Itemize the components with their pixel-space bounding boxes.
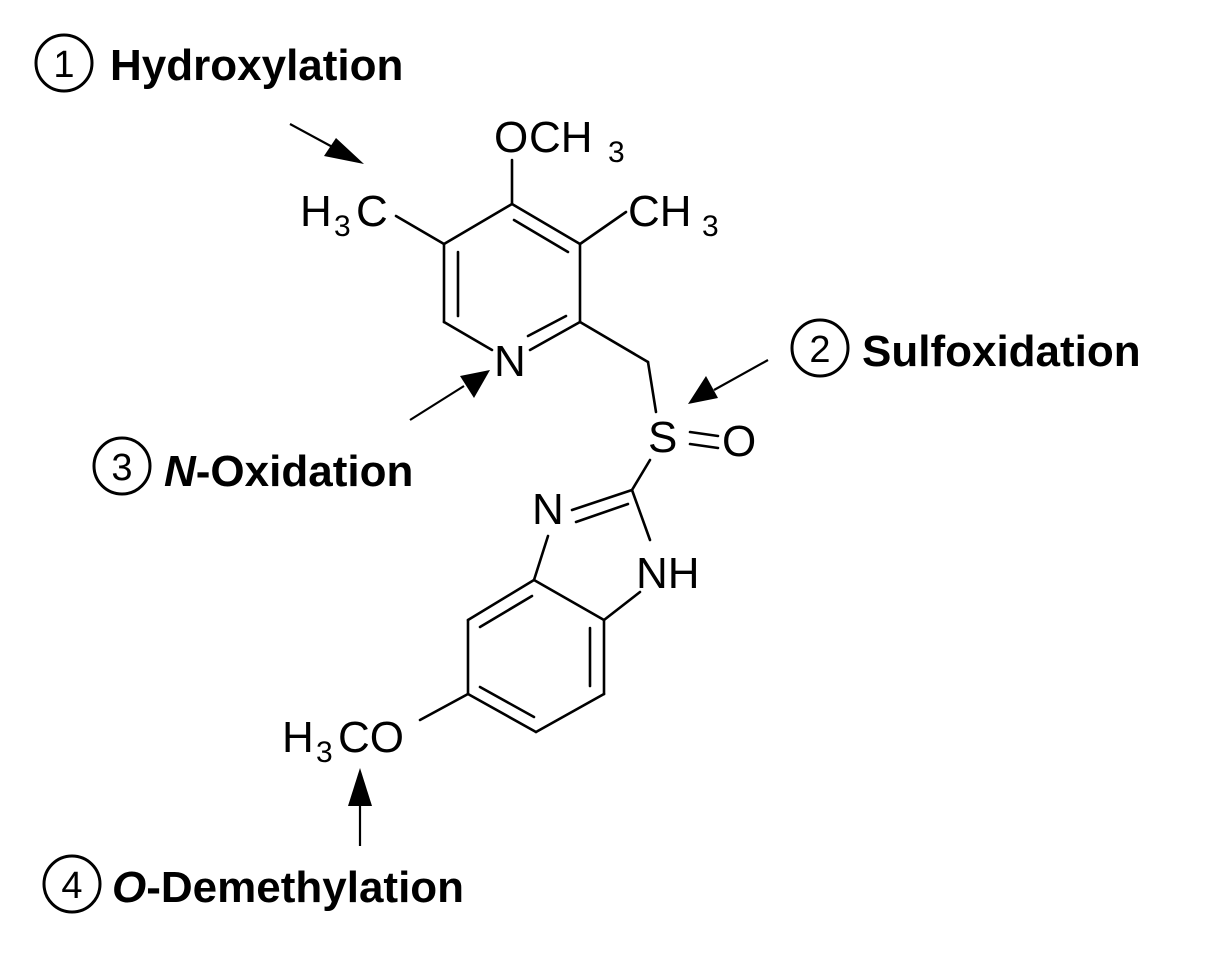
label-number: 3 (111, 447, 132, 489)
atom-c-methoxy: CH (529, 113, 593, 162)
arrow-hydroxylation (289, 123, 364, 164)
label-text: Sulfoxidation (862, 327, 1141, 376)
imidazole-ring (532, 488, 652, 622)
atom-o-methoxy: O (494, 113, 528, 162)
label-prefix: N (164, 447, 197, 496)
label-o-demethylation: 4 O-Demethylation (42, 854, 464, 914)
atom-sub-methoxy: 3 (608, 136, 625, 169)
bond-s-o-2 (688, 442, 720, 450)
bond-ring (510, 202, 582, 246)
arrow-o-demethylation (348, 768, 372, 846)
label-hydroxylation: 1 Hydroxylation (34, 33, 403, 93)
bond-ring-inner (526, 314, 568, 338)
pyridine-ring (442, 202, 582, 352)
atom-sub-ether: 3 (316, 736, 333, 769)
bond-ring (532, 534, 550, 582)
bond-ring (442, 320, 494, 352)
bond-ring-inner (478, 594, 534, 629)
arrow-n-oxidation (409, 370, 490, 421)
arrow-sulfoxidation (688, 359, 769, 404)
atom-n-imidazole: N (532, 485, 564, 534)
bond-ring (528, 320, 582, 352)
atom-sulfur: S (648, 413, 677, 462)
label-prefix: O (112, 863, 146, 912)
atom-sub-left: 3 (334, 210, 351, 243)
label-text: Hydroxylation (110, 41, 403, 90)
bond-ring-inner (512, 218, 570, 254)
atom-oxygen: O (722, 417, 756, 466)
label-number: 1 (53, 44, 74, 86)
atom-co-ether: CO (338, 713, 404, 762)
label-n-oxidation: 3 N-Oxidation (92, 436, 413, 496)
bond-c-o-ether (418, 692, 470, 722)
bond-ring-fused (532, 578, 606, 622)
bond-ring (602, 590, 642, 622)
atom-nh-imidazole: NH (636, 549, 700, 598)
bond-ring (466, 692, 538, 734)
atom-h-left: H (300, 187, 332, 236)
bond-ring (534, 692, 606, 734)
label-text: O-Demethylation (112, 863, 464, 912)
benzene-ring (466, 578, 606, 734)
bond-c-ch3-left (394, 214, 446, 246)
atom-n-pyridine: N (494, 337, 526, 386)
atom-c-left: C (356, 187, 388, 236)
bond-ch2-s (646, 360, 658, 414)
bond-c-ch3-right (578, 210, 628, 246)
atom-c-right: CH (628, 187, 692, 236)
label-suffix: -Demethylation (146, 863, 464, 912)
bond-ring-inner (574, 502, 630, 524)
bond-s-o-1 (688, 430, 720, 438)
atom-sub-right: 3 (702, 210, 719, 243)
bond-ring (570, 488, 634, 512)
label-sulfoxidation: 2 Sulfoxidation (790, 318, 1141, 378)
label-number: 4 (61, 865, 82, 907)
label-text: N-Oxidation (164, 447, 413, 496)
label-suffix: -Oxidation (196, 447, 414, 496)
bond-ring (442, 202, 514, 246)
bond-ring (466, 578, 536, 622)
bond-ring-inner (478, 685, 536, 719)
bond-c-ch2 (578, 320, 650, 364)
bond-s-c (630, 458, 652, 492)
label-number: 2 (809, 329, 830, 371)
atom-h-ether: H (282, 713, 314, 762)
bond-ring (630, 488, 652, 542)
